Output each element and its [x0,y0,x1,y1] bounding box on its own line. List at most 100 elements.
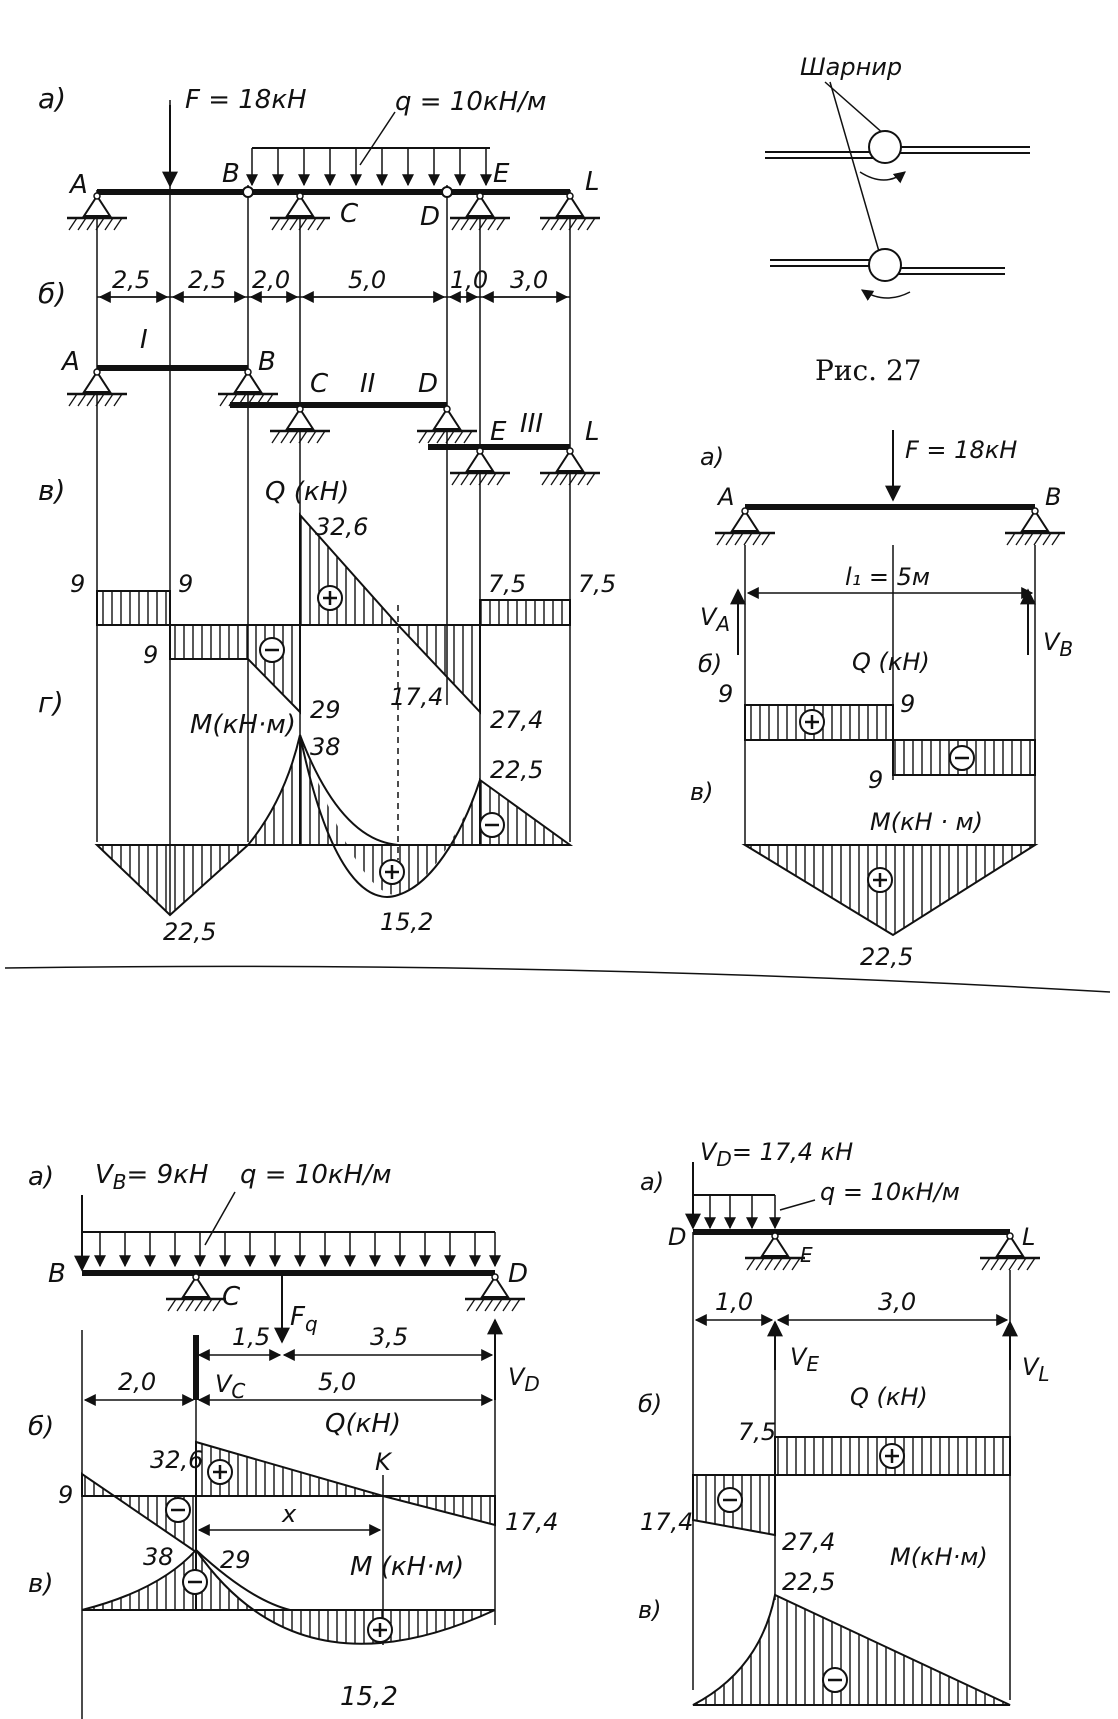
load-label: q = 10кН/м [240,1160,392,1190]
point-l: L [585,167,600,197]
hinge-b [242,186,254,198]
figure-caption: Рис. 27 [815,354,922,387]
m-15-2: 15,2 [380,908,433,936]
m-38: 38 [310,733,341,761]
point-c-b: C [310,369,329,399]
label-b: б) [28,1412,54,1442]
q-17-4: 17,4 [390,683,443,711]
dim-4: 5,0 [348,266,386,294]
m-title: M (кН·м) [350,1552,464,1582]
ve-label: VE [790,1343,819,1376]
q-9: 9 [58,1481,73,1509]
point-a: A [716,483,734,511]
q-9-b: 9 [178,570,193,598]
point-b: B [222,159,240,189]
m-22-5-b: 22,5 [490,756,543,784]
distributed-load [246,111,492,187]
point-l: L [1022,1223,1035,1251]
dim-2: 2,5 [188,266,226,294]
point-c: C [222,1282,241,1312]
dim-1: 2,5 [112,266,150,294]
dim-5-0: 5,0 [318,1368,356,1396]
q-29: 29 [220,1546,251,1574]
beam-iii-label: III [520,409,543,439]
point-e-b: E [490,417,507,447]
support-e [743,1231,807,1272]
m-22-5: 22,5 [860,943,913,971]
hinge-d [441,186,453,198]
point-d-b: D [418,369,438,399]
figure-27-multispan-beam: а) б) в) г) F = 18кН [38,82,616,946]
point-d: D [420,202,440,232]
m-22-5: 22,5 [782,1568,835,1596]
point-l-b: L [585,417,600,447]
q-7-5: 7,5 [738,1418,776,1446]
q-title: Q (кН) [852,648,930,676]
label-b: б) [638,1390,662,1418]
hinge-label: Шарнир [800,53,902,81]
q-27-4: 27,4 [782,1528,835,1556]
figure-beam-i: а) б) в) F = 18кН A B l₁ = 5м VA VB Q (к… [690,430,1073,971]
figure-beam-iii: а) б) в) VD= 17,4 кН q = 10кН/м D E L 1,… [638,1138,1050,1706]
point-b: B [48,1259,66,1289]
q-9-c: 9 [868,766,883,794]
label-a: а) [640,1168,664,1196]
label-b: б) [38,277,66,310]
moment-diagram [741,844,1039,937]
label-v: в) [38,474,65,507]
distributed-load [693,1194,816,1230]
q-32-6: 32,6 [150,1446,203,1474]
label-a: а) [28,1162,54,1192]
point-a: A [68,170,88,200]
label-b: б) [698,650,722,678]
q-9-c: 9 [143,641,158,669]
q-9-b: 9 [900,690,915,718]
dim-3-0: 3,0 [878,1288,916,1316]
moment-diagram [692,1593,1011,1706]
reaction-va-label: VA [700,603,730,636]
point-b-b: B [258,347,276,377]
dim-5: 1,0 [450,266,488,294]
reaction-vb-label: VB [1043,628,1073,661]
point-d: D [668,1223,686,1251]
shear-diagram [692,1436,1011,1537]
q-9-a: 9 [70,570,85,598]
q-7-5-b: 7,5 [578,570,616,598]
q-title: Q (кН) [850,1383,928,1411]
point-c: C [340,199,359,229]
q-17-4: 17,4 [505,1508,558,1536]
load-label: q = 10кН/м [820,1178,960,1206]
shear-diagram [81,1440,496,1645]
hinge-sketch: Шарнир Рис. 27 [765,53,1030,387]
vd-label: VD [508,1363,540,1396]
vd-label: VD= 17,4 кН [700,1138,853,1171]
span-label: l₁ = 5м [845,563,930,591]
label-a: а) [38,82,66,115]
divider [4,965,1111,993]
label-a: а) [700,443,724,471]
dim-1-0: 1,0 [715,1288,753,1316]
label-v: в) [28,1569,53,1599]
q-title: Q(кН) [325,1409,401,1439]
label-v: в) [690,778,714,806]
point-a-b: A [60,347,80,377]
m-38: 38 [143,1543,174,1571]
shear-diagram [744,704,1036,776]
vc-label: VC [215,1370,245,1403]
figure-beam-ii: а) б) в) VB= 9кН q = 10кН/м [28,1160,558,1719]
point-k: K [375,1448,393,1476]
force-label: F = 18кН [185,85,307,115]
point-e: E [800,1243,813,1267]
moment-diagram [94,734,574,917]
x-label: x [281,1500,297,1528]
vb-label: VB= 9кН [95,1160,208,1194]
q-27-4: 27,4 [490,706,543,734]
dim-3-5: 3,5 [370,1323,408,1351]
dim-2-0: 2,0 [118,1368,156,1396]
label-v: в) [638,1596,662,1624]
m-15-2: 15,2 [340,1682,398,1712]
q-7-5-a: 7,5 [488,570,526,598]
m-title: M(кН · м) [870,808,983,836]
shear-diagram [96,512,571,715]
